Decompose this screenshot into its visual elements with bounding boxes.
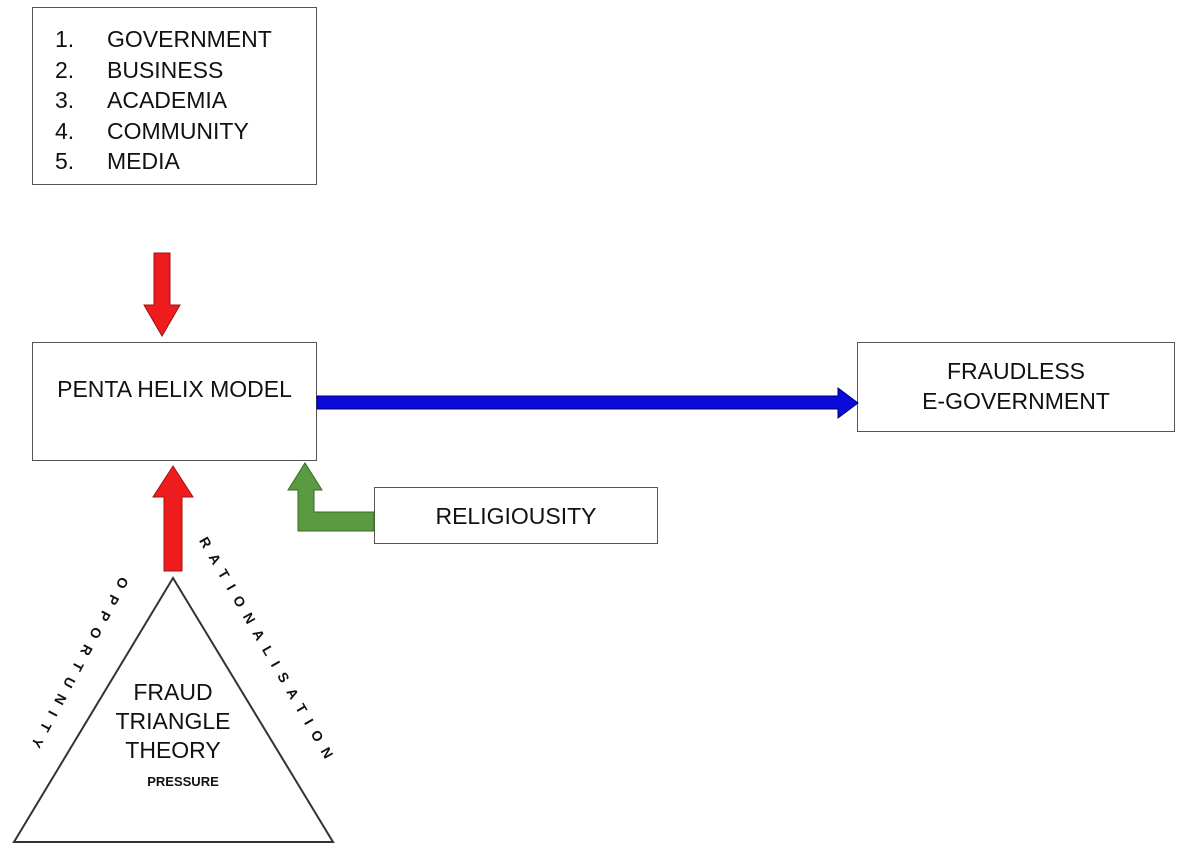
stakeholder-number: 5. [55, 148, 75, 174]
pressure-label: PRESSURE [147, 774, 219, 789]
stakeholder-label: COMMUNITY [107, 117, 249, 144]
fraud-triangle [12, 576, 335, 843]
red-arrow-down [143, 252, 181, 337]
stakeholder-item: 5. MEDIA [55, 146, 316, 177]
penta-helix-box: PENTA HELIX MODEL [32, 342, 317, 461]
stakeholder-number: 2. [55, 56, 75, 83]
fraudless-line1: FRAUDLESS [946, 358, 1086, 384]
green-arrow-elbow [287, 462, 375, 532]
stakeholder-item: 3. ACADEMIA [55, 85, 316, 116]
fraud-line1: FRAUD [133, 679, 213, 705]
stakeholder-number: 3. [55, 87, 75, 113]
fraudless-box: FRAUDLESS E-GOVERNMENT [857, 342, 1175, 432]
fraudless-line2: E-GOVERNMENT [922, 388, 1110, 414]
penta-helix-label: PENTA HELIX MODEL [57, 376, 292, 402]
stakeholder-item: 4. COMMUNITY [55, 116, 316, 147]
stakeholder-number: 1. [55, 26, 75, 52]
religiousity-box: RELIGIOUSITY [374, 487, 658, 544]
stakeholder-item: 1. GOVERNMENT [55, 24, 316, 55]
stakeholders-box: 1. GOVERNMENT 2. BUSINESS 3. ACADEMIA 4. COM… [32, 7, 317, 185]
stakeholder-label: BUSINESS [107, 56, 224, 83]
fraud-line2: TRIANGLE [115, 708, 231, 734]
blue-arrow-right [316, 387, 859, 419]
stakeholder-item: 2. BUSINESS [55, 55, 316, 86]
fraud-line3: THEORY [125, 737, 221, 763]
stakeholder-label: ACADEMIA [107, 87, 228, 113]
fraudless-label: FRAUDLESS E-GOVERNMENT [858, 356, 1174, 416]
red-arrow-up [152, 465, 194, 572]
religiousity-label: RELIGIOUSITY [435, 503, 597, 529]
stakeholder-number: 4. [55, 117, 75, 144]
stakeholder-label: MEDIA [107, 148, 180, 174]
fraud-triangle-label: FRAUD TRIANGLE THEORY [93, 678, 253, 765]
stakeholder-label: GOVERNMENT [107, 26, 272, 52]
stakeholder-list: 1. GOVERNMENT 2. BUSINESS 3. ACADEMIA 4. COM… [33, 8, 316, 177]
